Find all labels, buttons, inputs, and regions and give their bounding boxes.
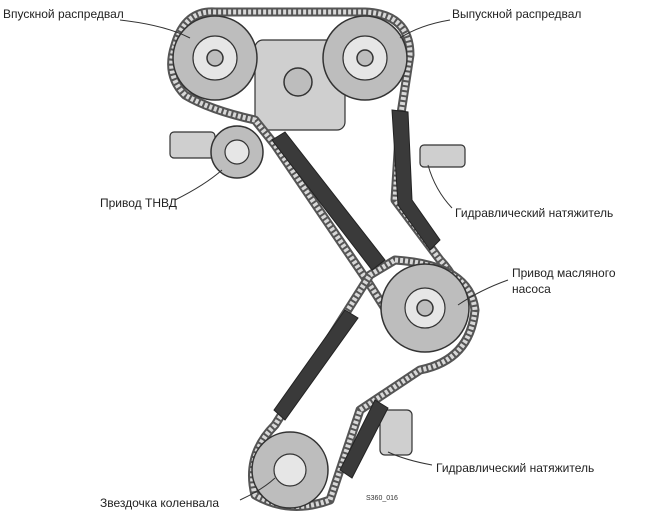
leader-tensioner-lower xyxy=(387,451,433,466)
label-crankshaft-sprocket: Звездочка коленвала xyxy=(100,496,219,510)
label-hydraulic-tensioner-upper: Гидравлический натяжитель xyxy=(455,206,613,220)
leader-crankshaft xyxy=(239,477,276,501)
exhaust-camshaft-sprocket xyxy=(322,15,408,101)
intake-camshaft-sprocket xyxy=(172,15,258,101)
tensioner-rail-upper xyxy=(391,109,441,251)
tensioner-rail-lower xyxy=(339,399,389,479)
upper-chain-links xyxy=(169,9,462,348)
leader-tensioner-upper xyxy=(427,164,453,209)
chain-guide-rail xyxy=(271,131,386,271)
leader-intake xyxy=(119,19,191,39)
idler-sprocket xyxy=(283,67,313,97)
label-hp-pump-drive: Привод ТНВД xyxy=(100,196,177,210)
leader-oil-pump xyxy=(457,279,509,306)
label-exhaust-camshaft: Выпускной распредвал xyxy=(452,7,581,21)
leader-hp-pump xyxy=(174,169,223,201)
leader-exhaust xyxy=(399,19,451,39)
label-oil-pump-drive-1: Привод масляного xyxy=(512,266,616,280)
upper-tensioner-body xyxy=(419,144,466,168)
label-oil-pump-drive-2: насоса xyxy=(512,282,551,296)
lower-tensioner-body xyxy=(379,409,413,456)
crankshaft-sprocket xyxy=(251,431,329,509)
oil-pump-sprocket xyxy=(380,263,470,353)
label-hydraulic-tensioner-lower: Гидравлический натяжитель xyxy=(436,461,594,475)
hp-pump-sprocket xyxy=(210,125,264,179)
lower-guide-rail xyxy=(273,309,359,421)
figure-code: S360_016 xyxy=(366,495,398,502)
hp-pump-body xyxy=(169,131,216,159)
label-intake-camshaft: Впускной распредвал xyxy=(3,7,124,21)
